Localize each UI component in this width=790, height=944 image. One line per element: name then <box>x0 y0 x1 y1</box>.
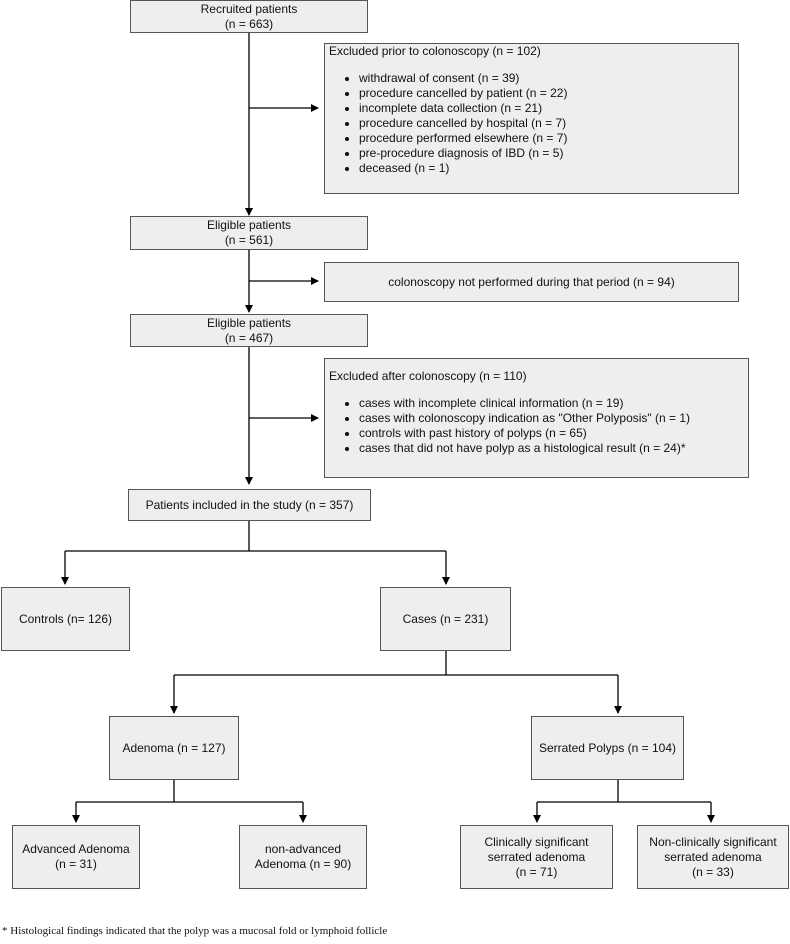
eligible-patients-2-title: Eligible patients <box>206 315 292 330</box>
list-item: cases with incomplete clinical informati… <box>359 396 744 411</box>
advanced-adenoma-count: (n = 31) <box>55 857 97 871</box>
advanced-adenoma-label: Advanced Adenoma <box>22 842 130 856</box>
non-advanced-adenoma-label: non-advanced <box>264 842 342 856</box>
colonoscopy-not-performed-box: colonoscopy not performed during that pe… <box>324 262 739 302</box>
excluded-after-box: Excluded after colonoscopy (n = 110) cas… <box>324 358 749 478</box>
controls-box: Controls (n= 126) <box>1 587 130 651</box>
non-advanced-adenoma-count: Adenoma (n = 90) <box>254 857 352 871</box>
controls-text: Controls (n= 126) <box>18 611 113 626</box>
recruited-patients-count: (n = 663) <box>224 16 274 31</box>
clinically-significant-label: Clinically significant <box>484 834 589 849</box>
clinically-significant-label-2: serrated adenoma <box>487 849 586 864</box>
cases-text: Cases (n = 231) <box>402 611 489 626</box>
list-item: procedure cancelled by patient (n = 22) <box>359 86 734 101</box>
excluded-prior-list: withdrawal of consent (n = 39) procedure… <box>329 71 734 176</box>
patients-included-text: Patients included in the study (n = 357) <box>145 497 354 512</box>
adenoma-box: Adenoma (n = 127) <box>109 716 239 780</box>
serrated-polyps-box: Serrated Polyps (n = 104) <box>531 716 684 780</box>
eligible-patients-count: (n = 561) <box>224 233 274 247</box>
eligible-patients-2-box: Eligible patients (n = 467) <box>130 314 368 347</box>
clinically-significant-box: Clinically significant serrated adenoma … <box>460 825 613 889</box>
non-clinically-significant-label-2: serrated adenoma <box>664 849 762 864</box>
advanced-adenoma-box: Advanced Adenoma (n = 31) <box>12 825 140 889</box>
patients-included-box: Patients included in the study (n = 357) <box>128 489 371 521</box>
non-advanced-adenoma-box: non-advanced Adenoma (n = 90) <box>239 825 367 889</box>
colonoscopy-not-performed-text: colonoscopy not performed during that pe… <box>388 274 675 289</box>
list-item: pre-procedure diagnosis of IBD (n = 5) <box>359 146 734 161</box>
cases-box: Cases (n = 231) <box>380 587 511 651</box>
non-clinically-significant-count: (n = 33) <box>692 864 734 879</box>
recruited-patients-box: Recruited patients (n = 663) <box>130 0 368 33</box>
list-item: cases that did not have polyp as a histo… <box>359 441 744 456</box>
eligible-patients-2-count: (n = 467) <box>224 330 274 345</box>
footnote: * Histological findings indicated that t… <box>2 925 388 937</box>
excluded-prior-box: Excluded prior to colonoscopy (n = 102) … <box>324 43 739 194</box>
non-clinically-significant-box: Non-clinically significant serrated aden… <box>637 825 789 889</box>
list-item: procedure cancelled by hospital (n = 7) <box>359 116 734 131</box>
list-item: incomplete data collection (n = 21) <box>359 101 734 116</box>
serrated-polyps-text: Serrated Polyps (n = 104) <box>538 740 677 755</box>
non-clinically-significant-label: Non-clinically significant <box>649 834 777 849</box>
eligible-patients-box: Eligible patients (n = 561) <box>130 216 368 250</box>
list-item: procedure performed elsewhere (n = 7) <box>359 131 734 146</box>
excluded-after-title: Excluded after colonoscopy (n = 110) <box>329 369 527 383</box>
excluded-prior-title: Excluded prior to colonoscopy (n = 102) <box>329 44 541 58</box>
list-item: cases with colonoscopy indication as "Ot… <box>359 411 744 426</box>
adenoma-text: Adenoma (n = 127) <box>122 740 226 755</box>
list-item: controls with past history of polyps (n … <box>359 426 744 441</box>
list-item: withdrawal of consent (n = 39) <box>359 71 734 86</box>
excluded-after-list: cases with incomplete clinical informati… <box>329 396 744 456</box>
clinically-significant-count: (n = 71) <box>515 864 558 879</box>
recruited-patients-title: Recruited patients <box>200 1 298 16</box>
list-item: deceased (n = 1) <box>359 161 734 176</box>
eligible-patients-title: Eligible patients <box>206 218 292 232</box>
